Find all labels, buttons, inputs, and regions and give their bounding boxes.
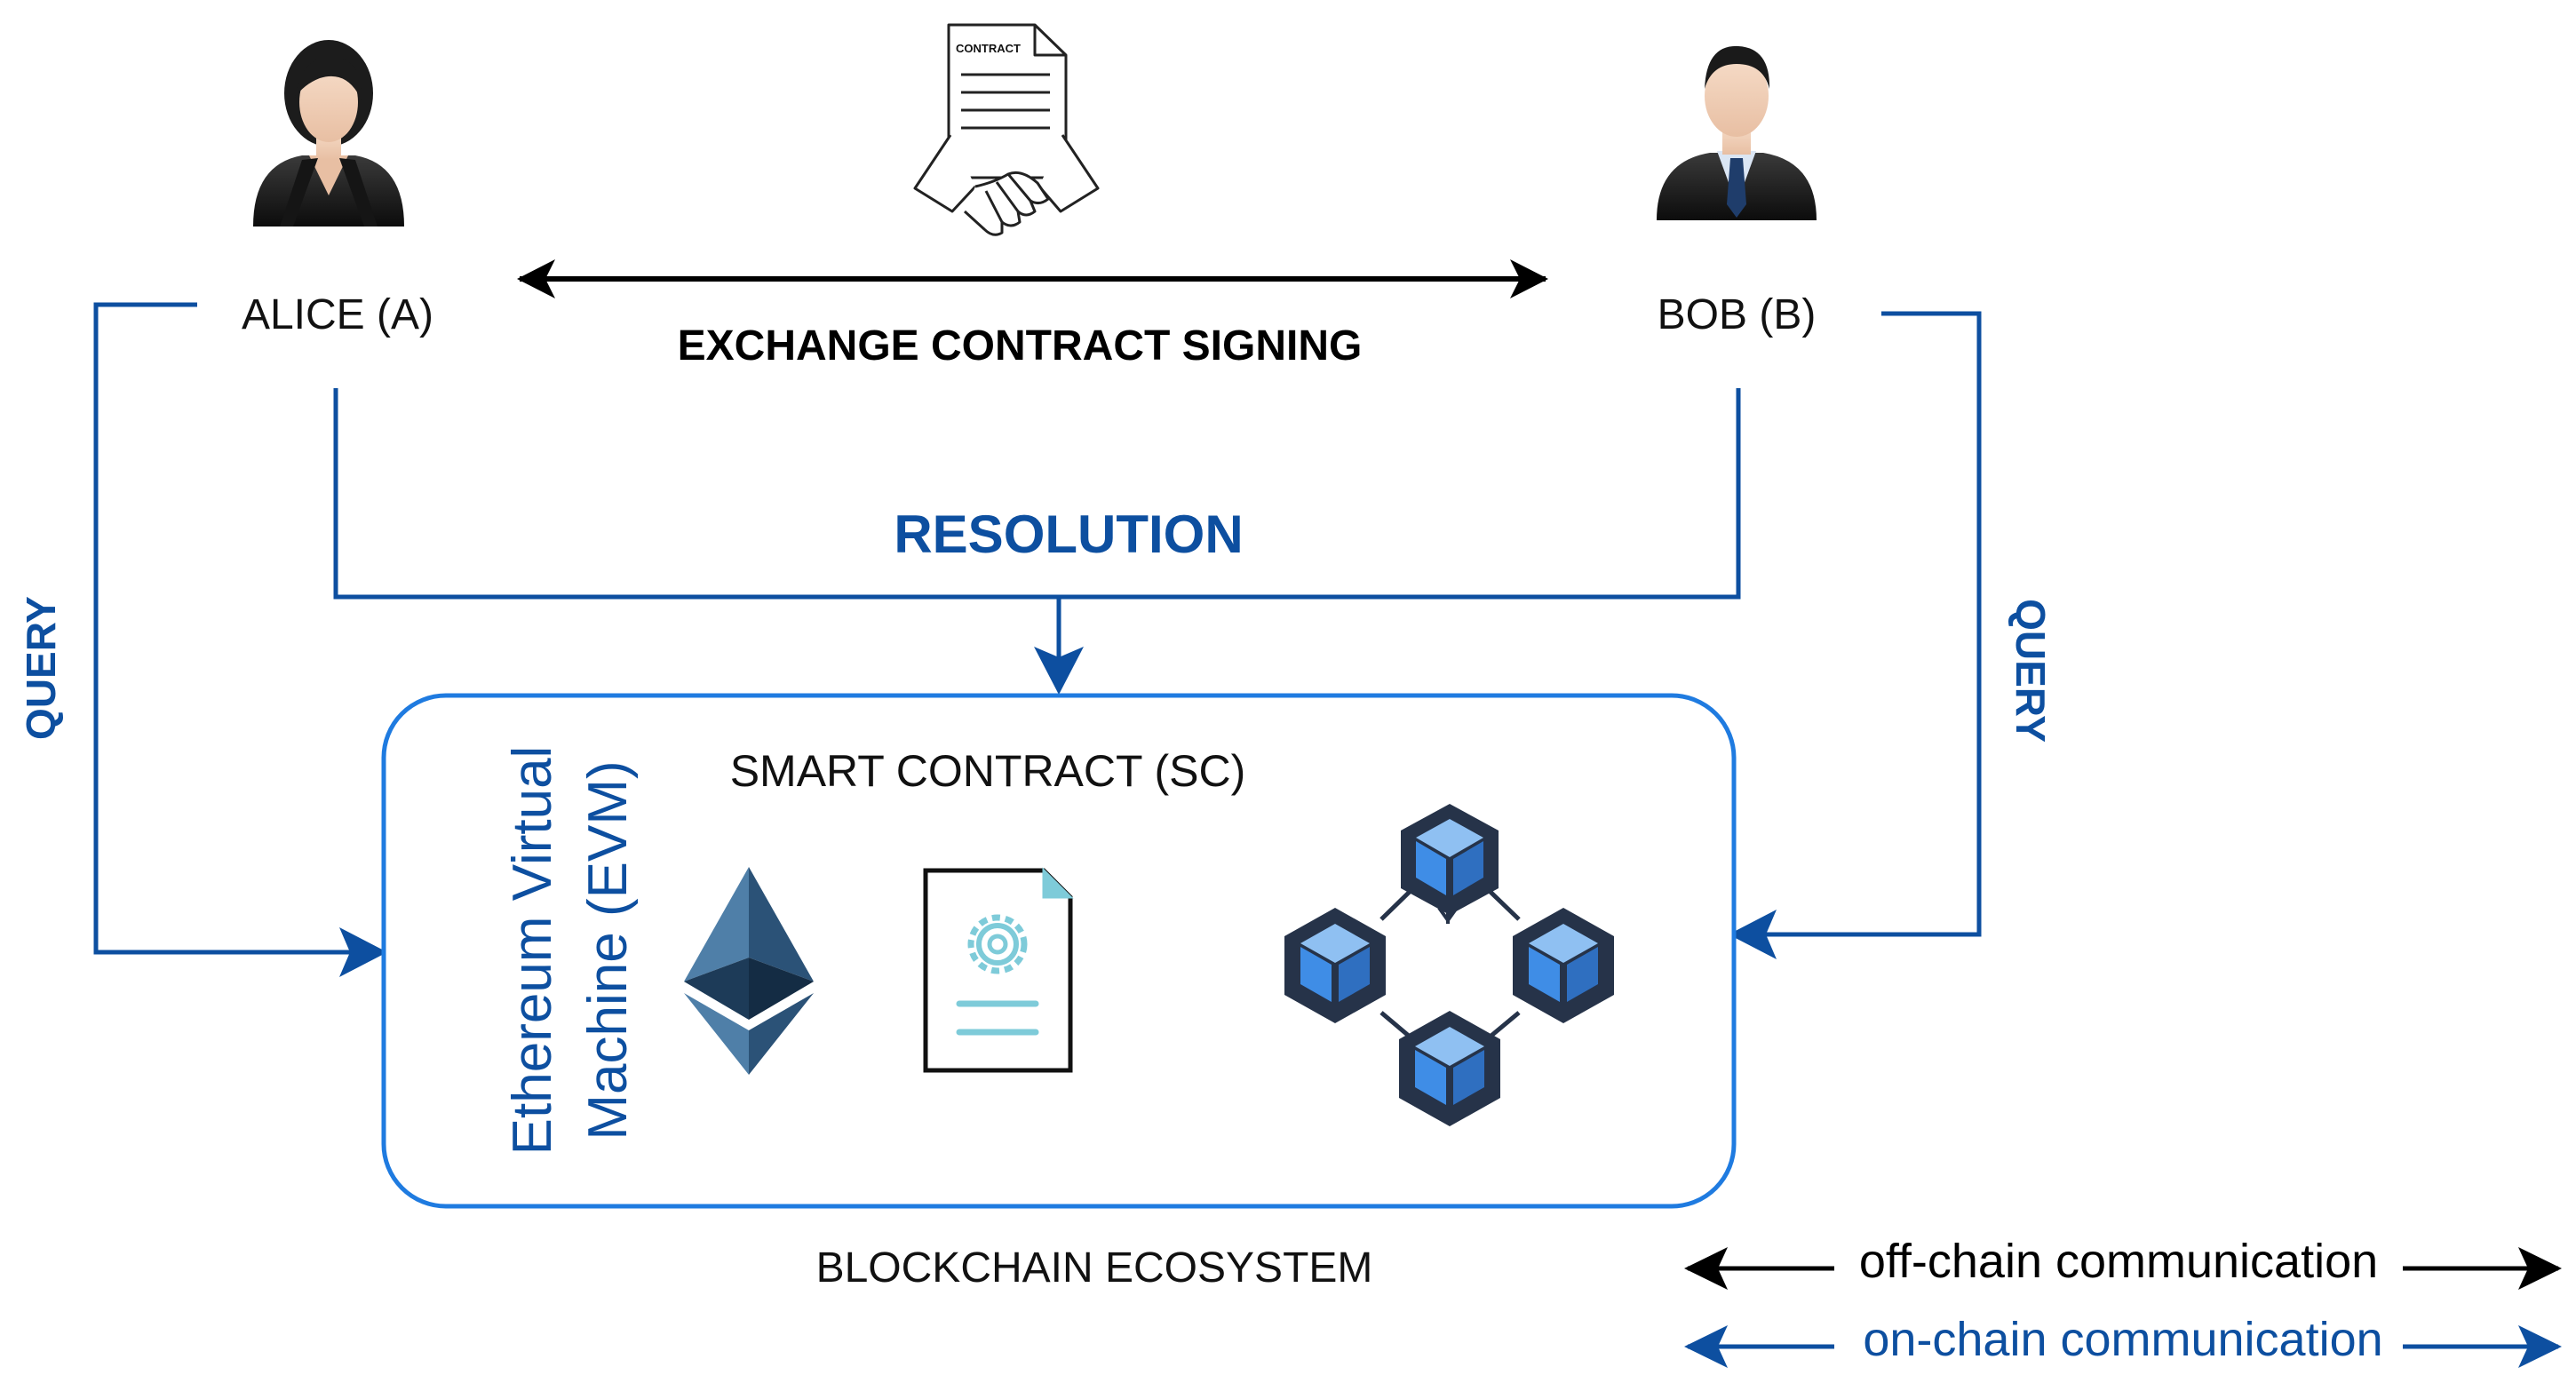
blockchain-cube-bottom (1399, 1011, 1500, 1126)
legend-on-chain-label: on-chain communication (1863, 1313, 2382, 1366)
evm-label-line2: Machine (EVM) (577, 760, 639, 1140)
exchange-arrowhead-right (1510, 259, 1548, 298)
contract-doc-label: CONTRACT (956, 42, 1021, 55)
query-left-arrowhead (339, 927, 387, 977)
bob-label: BOB (B) (1658, 291, 1817, 338)
alice-label: ALICE (A) (242, 291, 433, 338)
resolution-label: RESOLUTION (894, 505, 1243, 564)
smart-contract-document-icon (923, 867, 1074, 1073)
alice-avatar-icon (253, 40, 404, 227)
resolution-connector (333, 388, 1741, 600)
query-left-connector (93, 302, 351, 955)
evm-label-line1: Ethereum Virtual (502, 746, 563, 1156)
blockchain-cube-top (1401, 804, 1499, 915)
exchange-label: EXCHANGE CONTRACT SIGNING (678, 322, 1363, 370)
blockchain-network-icon (1284, 804, 1614, 1126)
blockchain-cube-right (1513, 908, 1614, 1023)
blockchain-ecosystem-caption: BLOCKCHAIN ECOSYSTEM (816, 1244, 1373, 1292)
legend: off-chain communication on-chain communi… (1684, 1235, 2562, 1369)
resolution-arrowhead (1034, 647, 1084, 695)
blockchain-cube-left (1284, 908, 1386, 1023)
bob-avatar-icon (1657, 45, 1817, 220)
exchange-arrowhead-left (517, 259, 555, 298)
smart-contract-title: SMART CONTRACT (SC) (730, 746, 1246, 796)
contract-handshake-icon (913, 23, 1100, 236)
query-left-label: QUERY (18, 596, 64, 740)
query-right-connector (1763, 311, 1982, 937)
legend-off-chain-label: off-chain communication (1859, 1235, 2378, 1288)
query-right-label: QUERY (2008, 599, 2054, 743)
query-right-arrowhead (1729, 910, 1777, 959)
ethereum-logo-icon (684, 867, 814, 1075)
